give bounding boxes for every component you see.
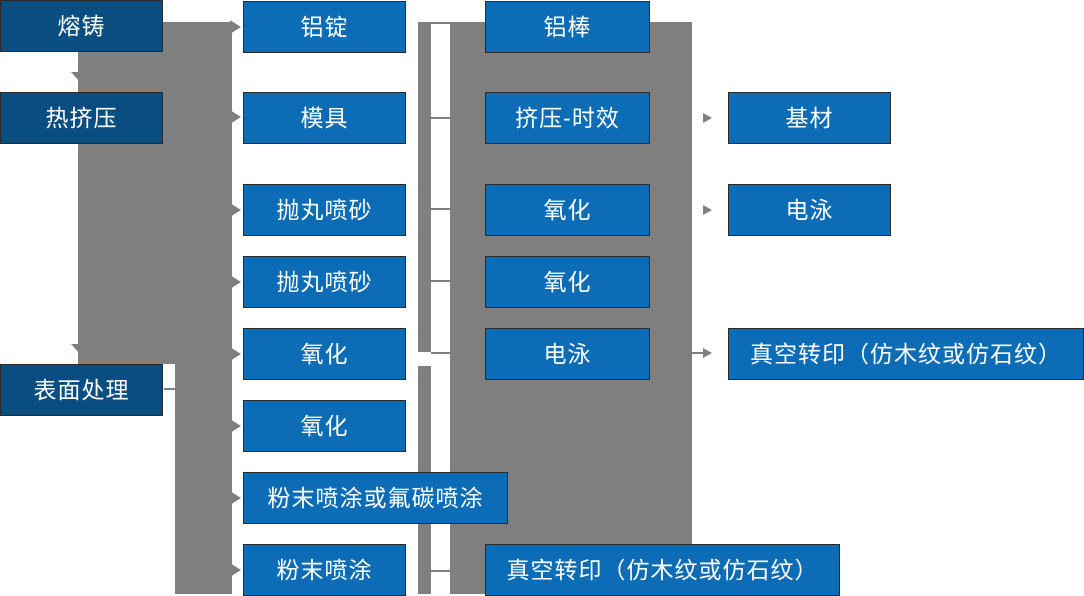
process-label-c2-0: 铝锭 (300, 13, 349, 40)
arrow-to-c2-7 (230, 563, 241, 577)
process-box-c2-0[interactable]: 铝锭 (243, 1, 409, 56)
stage-label-surface: 表面处理 (33, 376, 130, 403)
process-box-c2-1[interactable]: 模具 (243, 92, 409, 147)
process-label-c3-2: 氧化 (543, 196, 592, 223)
process-label-c4-0: 基材 (785, 104, 834, 131)
process-box-c2-3[interactable]: 抛丸喷砂 (243, 256, 409, 311)
connector-mid-stub-2 (431, 208, 451, 210)
stage-box-casting[interactable]: 熔铸 (0, 0, 166, 55)
process-box-c3-5[interactable]: 真空转印（仿木纹或仿石纹） (485, 544, 843, 596)
connector-surface-stub (164, 388, 184, 390)
arrow-to-c4-0 (703, 113, 712, 123)
arrow-to-c4-2 (703, 348, 712, 358)
process-label-c3-5: 真空转印（仿木纹或仿石纹） (506, 556, 819, 583)
process-label-c4-1: 电泳 (785, 196, 834, 223)
connector-mid-stub-4 (431, 352, 451, 354)
connector-to-c4-2-line (692, 352, 706, 354)
arrow-to-c2-5 (230, 419, 241, 433)
stage-box-extrusion[interactable]: 热挤压 (0, 92, 166, 147)
arrow-to-c2-1 (230, 110, 241, 124)
process-box-c3-4[interactable]: 电泳 (485, 328, 653, 383)
arrow-to-c4-1 (703, 205, 712, 215)
process-box-c4-0[interactable]: 基材 (728, 92, 894, 147)
arrow-to-c2-4 (230, 347, 241, 361)
process-label-c2-1: 模具 (300, 104, 349, 131)
connector-left-wide (78, 22, 232, 364)
process-label-c2-4: 氧化 (300, 340, 349, 367)
arrow-to-c2-3 (230, 275, 241, 289)
stage-label-casting: 熔铸 (57, 12, 106, 39)
connector-mid-stub-3 (431, 280, 451, 282)
arrow-to-c2-2 (230, 203, 241, 217)
process-box-c3-0[interactable]: 铝棒 (485, 1, 653, 56)
process-label-c3-4: 电泳 (543, 340, 592, 367)
process-label-c3-0: 铝棒 (543, 13, 592, 40)
process-label-c2-3: 抛丸喷砂 (276, 268, 373, 295)
arrow-to-c2-0 (230, 20, 241, 34)
process-label-c2-2: 抛丸喷砂 (276, 196, 373, 223)
connector-mid-rail-upper (418, 22, 431, 352)
connector-mid-stub-0 (431, 22, 451, 24)
connector-mid-stub-1 (431, 117, 451, 119)
process-label-c3-1: 挤压-时效 (515, 104, 620, 131)
process-box-c3-1[interactable]: 挤压-时效 (485, 92, 653, 147)
process-box-c3-3[interactable]: 氧化 (485, 256, 653, 311)
process-label-c4-2: 真空转印（仿木纹或仿石纹） (750, 340, 1062, 367)
process-box-c2-7[interactable]: 粉末喷涂 (243, 544, 409, 596)
stage-box-surface[interactable]: 表面处理 (0, 364, 166, 419)
process-box-c4-2[interactable]: 真空转印（仿木纹或仿石纹） (728, 328, 1084, 383)
process-box-c4-1[interactable]: 电泳 (728, 184, 894, 239)
connector-left-narrow (175, 364, 232, 594)
process-box-c2-5[interactable]: 氧化 (243, 400, 409, 455)
process-label-c2-5: 氧化 (300, 412, 349, 439)
process-label-c3-3: 氧化 (543, 268, 592, 295)
process-label-c2-6: 粉末喷涂或氟碳喷涂 (267, 484, 484, 511)
arrow-extrusion-to-surface (71, 344, 87, 353)
process-box-c2-2[interactable]: 抛丸喷砂 (243, 184, 409, 239)
process-box-c3-2[interactable]: 氧化 (485, 184, 653, 239)
process-box-c2-6[interactable]: 粉末喷涂或氟碳喷涂 (243, 472, 511, 527)
connector-mid-stub-5 (431, 570, 451, 572)
arrow-to-c2-6 (230, 491, 241, 505)
process-box-c2-4[interactable]: 氧化 (243, 328, 409, 383)
arrow-casting-to-extrusion (71, 72, 87, 81)
stage-label-extrusion: 热挤压 (45, 104, 118, 131)
process-label-c2-7: 粉末喷涂 (276, 556, 373, 583)
